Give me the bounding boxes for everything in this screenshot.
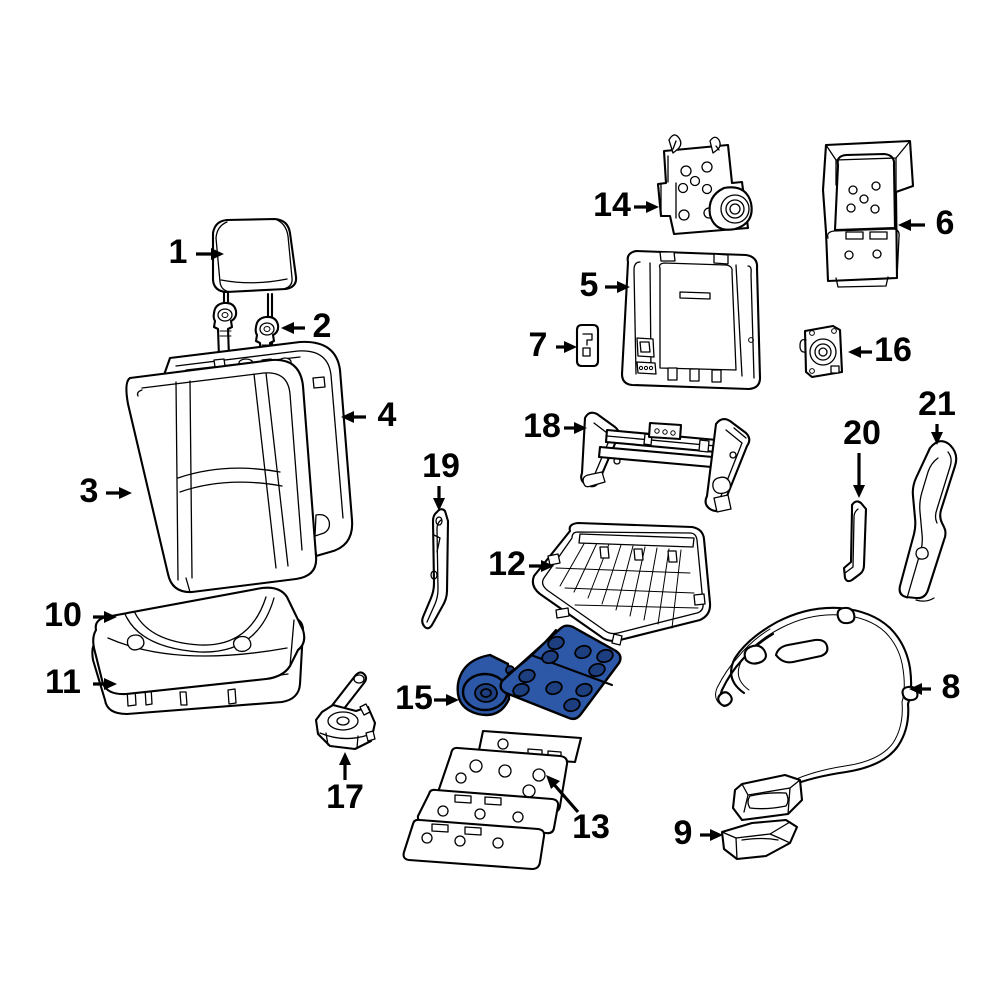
callout-arrow-7 xyxy=(556,341,577,353)
part-19-side-shield-bracket[interactable] xyxy=(421,508,450,630)
part-7-retainer-clip[interactable] xyxy=(575,323,600,368)
callout-arrow-20 xyxy=(853,453,865,498)
callout-label-11: 11 xyxy=(45,663,81,701)
part-6-seat-back-panel-upper[interactable] xyxy=(821,139,915,288)
callout-label-8: 8 xyxy=(942,668,961,706)
part-9-release-handle-trim[interactable] xyxy=(720,818,799,861)
part-15-seat-cushion-insulator-pad[interactable] xyxy=(456,624,622,721)
callout-arrow-9 xyxy=(700,829,723,841)
part-17-recliner-handle-mechanism[interactable] xyxy=(314,671,377,751)
callout-label-18: 18 xyxy=(523,407,561,445)
part-13-lower-cushion-panel[interactable] xyxy=(402,729,583,871)
callout-label-2: 2 xyxy=(313,307,332,345)
callout-label-16: 16 xyxy=(874,331,912,369)
callout-arrow-3 xyxy=(106,487,132,499)
callout-label-10: 10 xyxy=(44,596,82,634)
part-20-side-trim-finisher-small[interactable] xyxy=(842,500,868,583)
callout-label-1: 1 xyxy=(169,233,188,271)
part-5-seat-back-frame[interactable] xyxy=(620,249,762,391)
callout-arrow-13 xyxy=(546,775,580,814)
part-3-seat-back-cushion-pad[interactable] xyxy=(125,358,318,594)
callout-arrow-16 xyxy=(848,346,872,358)
callout-arrow-1 xyxy=(196,248,224,260)
callout-arrow-19 xyxy=(433,486,445,511)
callout-label-7: 7 xyxy=(529,326,548,364)
part-10-seat-cushion-pad[interactable] xyxy=(92,586,306,696)
callout-arrow-21 xyxy=(931,424,943,445)
callout-label-6: 6 xyxy=(936,204,955,242)
callout-arrow-18 xyxy=(564,422,587,434)
callout-arrow-10 xyxy=(93,611,117,623)
callout-arrow-4 xyxy=(341,411,366,423)
callout-arrow-5 xyxy=(605,281,630,293)
callout-arrow-6 xyxy=(898,219,925,231)
callout-label-12: 12 xyxy=(488,545,526,583)
part-14-recliner-bracket-left[interactable] xyxy=(656,134,753,236)
callout-label-3: 3 xyxy=(80,472,99,510)
part-1-headrest-assembly[interactable] xyxy=(211,217,298,349)
part-18-seat-frame-riser-assembly[interactable] xyxy=(580,411,751,513)
callout-arrow-8 xyxy=(909,683,931,695)
callout-arrow-2 xyxy=(281,322,305,334)
part-16-pivot-bracket[interactable] xyxy=(799,324,844,379)
callout-arrow-14 xyxy=(634,201,659,213)
part-8-release-cable-assembly[interactable] xyxy=(715,606,919,822)
callout-arrow-15 xyxy=(434,694,459,706)
part-12-seat-cushion-frame-pan[interactable] xyxy=(531,521,712,646)
part-21-side-trim-shield-large[interactable] xyxy=(898,440,958,602)
callout-arrow-11 xyxy=(93,678,117,690)
callout-label-20: 20 xyxy=(843,414,881,452)
callout-label-17: 17 xyxy=(326,778,364,816)
callout-label-21: 21 xyxy=(918,385,956,423)
callout-label-15: 15 xyxy=(395,679,433,717)
callout-label-14: 14 xyxy=(593,186,631,224)
callout-label-9: 9 xyxy=(674,814,693,852)
callout-label-4: 4 xyxy=(378,396,397,434)
callout-arrow-12 xyxy=(529,560,554,572)
callout-label-5: 5 xyxy=(580,266,599,304)
callout-label-13: 13 xyxy=(572,808,610,846)
callout-arrow-17 xyxy=(339,752,351,780)
callout-label-19: 19 xyxy=(422,447,460,485)
